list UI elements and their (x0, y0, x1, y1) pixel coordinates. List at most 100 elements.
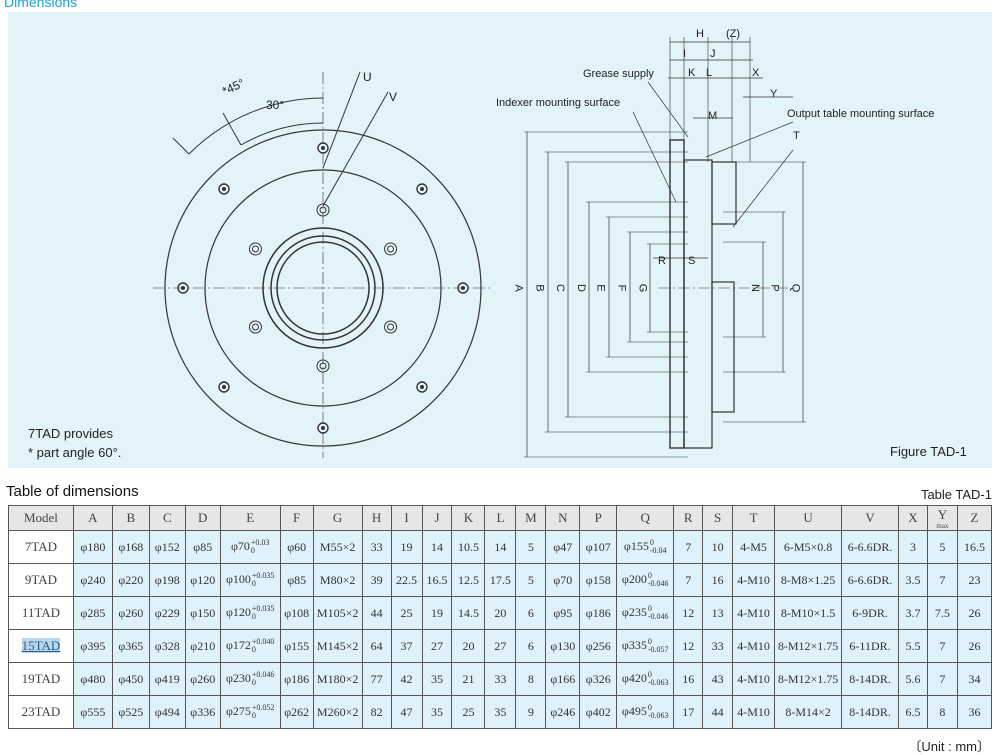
cell-d: φ210 (184, 629, 221, 663)
cell-k: 10.5 (451, 530, 486, 564)
leader-u (322, 71, 361, 169)
column-header-a: A (72, 505, 113, 531)
cell-f: φ60 (279, 530, 314, 564)
bolt-hole-center (181, 286, 185, 290)
indexer-surface-label: Indexer mounting surface (496, 97, 621, 109)
cell-d: φ260 (184, 662, 221, 696)
cell-m: 6 (515, 629, 547, 663)
cell-t: 4-M10 (732, 662, 776, 696)
cell-f: φ186 (279, 662, 314, 696)
cell-j: 16.5 (421, 563, 453, 597)
cell-h: 39 (361, 563, 392, 597)
grease-supply-label: Grease supply (583, 68, 654, 80)
dimension-label-h: H (696, 28, 704, 40)
leader-grease (647, 81, 689, 138)
cell-r: 16 (673, 662, 704, 696)
dimension-label-e: E (594, 284, 607, 292)
cell-a: φ240 (72, 563, 113, 597)
cell-t: 4-M10 (732, 695, 776, 729)
bolt-hole (177, 282, 189, 294)
cell-b: φ220 (111, 563, 150, 597)
section-title: Dimensions (4, 0, 78, 10)
bolt-hole-center (321, 146, 325, 150)
cell-l: 27 (484, 629, 517, 663)
tapped-hole (384, 320, 398, 334)
cell-y: 7 (926, 662, 958, 696)
bolt-hole (416, 381, 428, 393)
dimension-label-r: R (658, 255, 666, 267)
bolt-hole (218, 183, 230, 195)
cell-n: φ166 (545, 662, 581, 696)
cell-z: 34 (956, 662, 993, 696)
unit-label: 〔Unit : mm〕 (908, 739, 990, 754)
cell-f: φ262 (279, 695, 314, 729)
table-title: Table of dimensions (6, 483, 139, 500)
cell-r: 7 (673, 563, 704, 597)
column-header-s: S (702, 505, 734, 531)
column-header-p: P (579, 505, 618, 531)
model-cell[interactable]: 19TAD (8, 662, 74, 696)
cell-s: 43 (702, 662, 734, 696)
model-cell[interactable]: 11TAD (8, 596, 74, 630)
cell-y: 7.5 (926, 596, 958, 630)
cell-n: φ47 (545, 530, 581, 564)
dimension-label-f: F (615, 284, 628, 292)
cell-l: 20 (484, 596, 517, 630)
cell-h: 44 (361, 596, 392, 630)
cell-n: φ130 (545, 629, 581, 663)
tapped-hole-inner (319, 362, 327, 370)
dimension-label-s: S (688, 255, 696, 267)
cell-g: M55×2 (312, 530, 363, 564)
dimension-label-k: K (688, 67, 696, 79)
model-cell[interactable]: 9TAD (8, 563, 74, 597)
cell-t: 4-M10 (732, 596, 776, 630)
dimension-label-a: A (512, 284, 525, 292)
cell-n: φ95 (545, 596, 581, 630)
cell-a: φ285 (72, 596, 113, 630)
column-header-e: E (219, 505, 281, 531)
cell-f: φ155 (279, 629, 314, 663)
cell-k: 25 (451, 695, 486, 729)
cell-i: 22.5 (390, 563, 423, 597)
cell-l: 33 (484, 662, 517, 696)
cell-k: 14.5 (451, 596, 486, 630)
figure-caption: Figure TAD-1 (890, 444, 967, 459)
cell-z: 36 (956, 695, 993, 729)
cell-y: 7 (926, 629, 958, 663)
model-cell[interactable]: 15TAD (8, 629, 74, 663)
output-surface-label: Output table mounting surface (787, 108, 935, 120)
bolt-hole-center (461, 286, 465, 290)
cell-p: φ402 (579, 695, 618, 729)
cell-z: 16.5 (956, 530, 993, 564)
dimension-label-z: (Z) (726, 28, 741, 40)
cell-u: 8-M12×1.75 (774, 662, 843, 696)
model-cell[interactable]: 7TAD (8, 530, 74, 564)
angle-line (222, 112, 242, 146)
cell-d: φ120 (184, 563, 221, 597)
model-cell[interactable]: 23TAD (8, 695, 74, 729)
cell-r: 12 (673, 629, 704, 663)
dimension-drawing: *45° 30° U V 7TAD provides * part angle … (8, 12, 992, 468)
dimension-label-b: B (533, 284, 546, 292)
tapped-hole (316, 203, 330, 217)
cell-v: 6-6.6DR. (841, 530, 899, 564)
dimension-label-x: X (752, 67, 760, 79)
cell-x: 3.5 (898, 563, 928, 597)
cell-g: M80×2 (312, 563, 363, 597)
cell-k: 20 (451, 629, 486, 663)
leader-v (322, 91, 389, 207)
label-v: V (389, 90, 398, 104)
column-header-l: L (484, 505, 517, 531)
cell-s: 33 (702, 629, 734, 663)
dimension-label-g: G (636, 283, 649, 293)
tapped-hole-inner (319, 206, 327, 214)
leader-t (732, 149, 794, 228)
cell-y: 7 (926, 563, 958, 597)
